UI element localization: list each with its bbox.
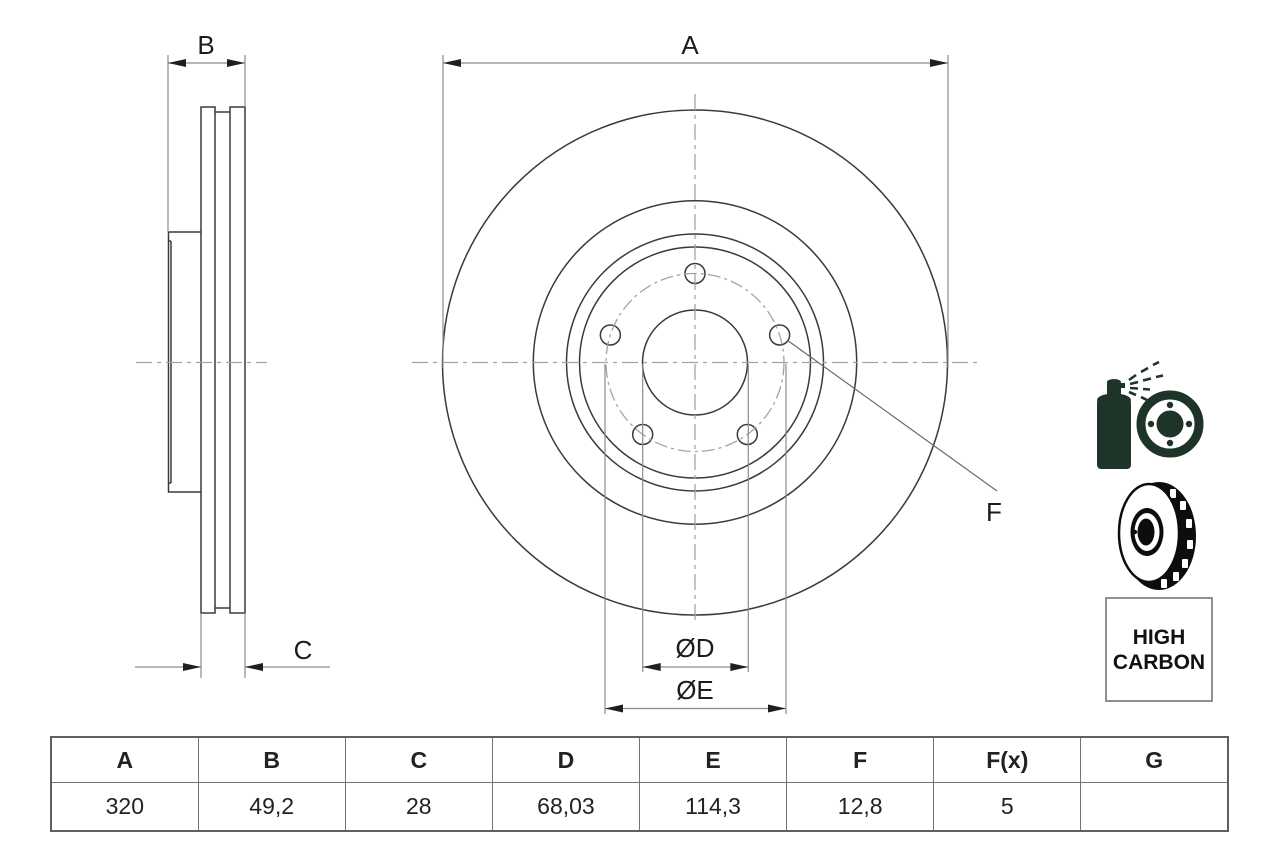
side-right-plate (229, 106, 246, 614)
arrowhead (768, 704, 786, 713)
table-value-G (1080, 782, 1229, 832)
hub-bolt-dots (1132, 507, 1150, 557)
arrowhead (930, 59, 948, 67)
table-value-row: 320 49,2 28 68,03 114,3 12,8 5 (50, 782, 1229, 832)
table-value-A: 320 (50, 782, 199, 832)
dim-C: C (135, 613, 330, 678)
dimensions-table: A B C D E F F(x) G 320 49,2 28 68,03 114… (50, 736, 1229, 832)
table-header-Fx: F(x) (933, 736, 1082, 783)
side-left-plate (200, 106, 216, 614)
table-header-C: C (344, 736, 493, 783)
vent-slots (1161, 489, 1193, 588)
hub-bore (1137, 518, 1155, 546)
spray-can-body (1097, 399, 1131, 469)
ventilated-disc-icon (1117, 482, 1196, 590)
arrowhead (227, 59, 245, 67)
badge-line1: HIGH (1132, 625, 1186, 649)
dim-label-b: B (197, 30, 214, 60)
table-value-F: 12,8 (786, 782, 935, 832)
dim-B: B (167, 30, 246, 232)
bolt-hole-upper-left (599, 324, 622, 346)
dim-label-c: C (294, 635, 313, 665)
coated-disc-face (1136, 390, 1204, 458)
spray-can-nozzle (1118, 383, 1125, 388)
dim-E: ØE (604, 364, 787, 714)
dim-label-d: ØD (676, 633, 715, 663)
dim-label-a: A (681, 30, 699, 60)
leader-F: F (786, 339, 1002, 527)
table-header-G: G (1080, 736, 1229, 783)
arrowhead (245, 663, 263, 671)
arrowhead (730, 663, 749, 671)
dim-A: A (442, 30, 949, 368)
table-header-D: D (491, 736, 641, 783)
table-header-B: B (197, 736, 346, 783)
table-value-E: 114,3 (638, 782, 788, 832)
table-header-A: A (50, 736, 199, 783)
side-view (167, 106, 246, 614)
spray-can-cap-top (1107, 379, 1121, 385)
badge-line2: CARBON (1112, 650, 1206, 674)
table-value-B: 49,2 (197, 782, 346, 832)
disc-face-outline (1117, 482, 1181, 584)
arrowhead (642, 663, 661, 671)
arrowhead (168, 59, 186, 67)
table-header-F: F (786, 736, 935, 783)
bolt-hole-upper-right (768, 324, 791, 346)
high-carbon-badge: HIGH CARBON (1105, 597, 1213, 702)
spray-mist (1128, 360, 1164, 402)
arrowhead (183, 663, 201, 671)
dim-label-f: F (986, 497, 1002, 527)
brake-disc-drawing: B C A ØD (135, 30, 1204, 714)
arrowhead (605, 704, 623, 713)
spray-can-shoulder (1097, 393, 1131, 407)
table-value-C: 28 (344, 782, 493, 832)
table-header-E: E (638, 736, 788, 783)
dim-D: ØD (642, 364, 749, 672)
dim-label-e: ØE (676, 675, 714, 705)
bolt-hole-lower-right (736, 423, 759, 446)
table-value-Fx: 5 (933, 782, 1082, 832)
spray-coated-disc-icon (1097, 360, 1204, 469)
arrowhead (443, 59, 461, 67)
spray-can-cap (1107, 382, 1121, 395)
table-header-row: A B C D E F F(x) G (50, 736, 1229, 783)
table-value-D: 68,03 (491, 782, 641, 832)
